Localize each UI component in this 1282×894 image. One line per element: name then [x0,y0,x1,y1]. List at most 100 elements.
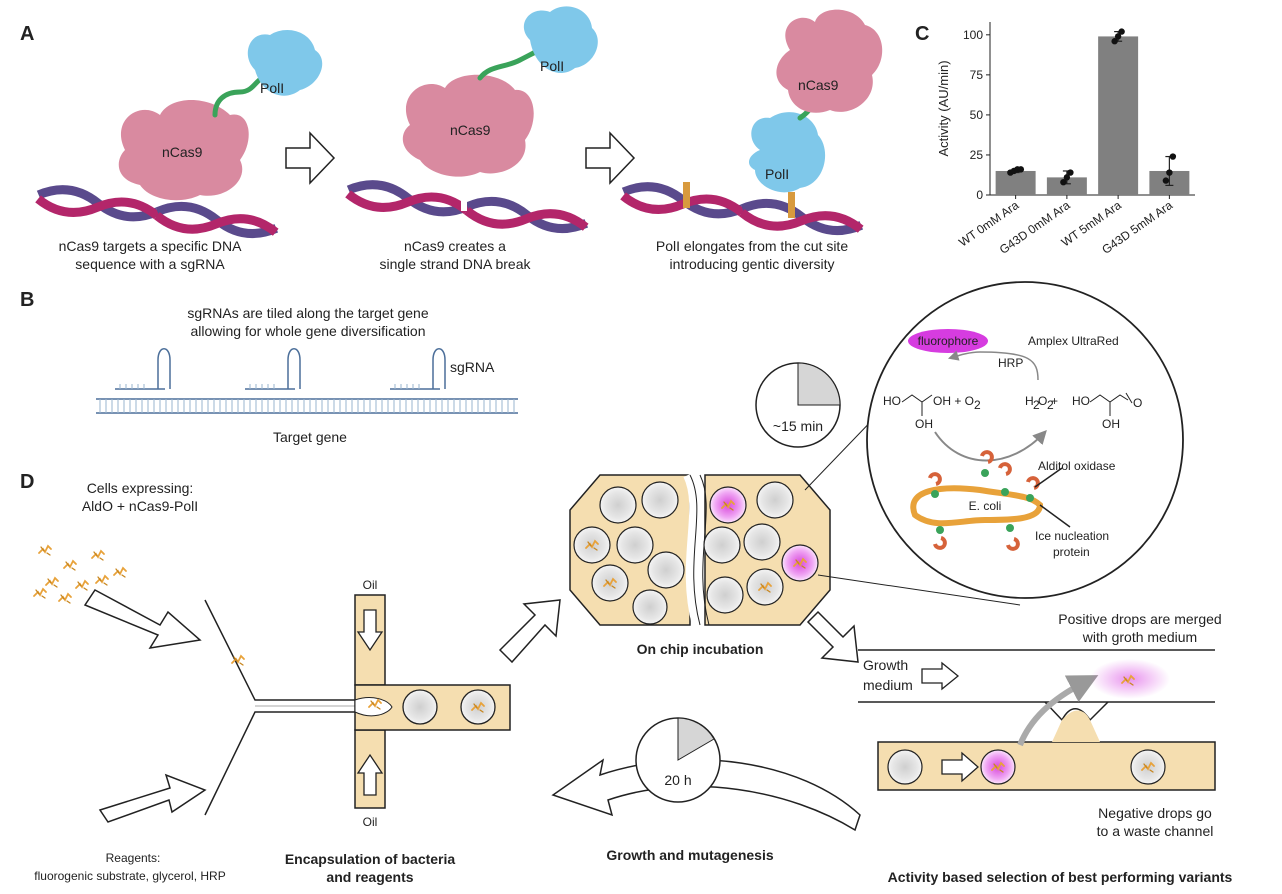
flow-arrow-main [941,751,979,783]
substrate-ho: HO [883,394,901,408]
oil-arrow-top [356,609,384,652]
data-point [1166,169,1173,176]
panel-a-letter: A [20,23,34,45]
growth-medium-arrow [921,661,960,691]
bar [1098,36,1139,195]
encapsulated-droplet-empty [402,689,438,725]
product-aldehyde-o: O [1133,396,1142,410]
alditol-oxidase-label: Alditol oxidase [1038,459,1116,473]
protein-ncas9-1 [118,100,249,201]
y-tick-label: 0 [976,188,983,202]
target-gene-label: Target gene [273,429,347,445]
substrate-oh-o2: OH + O [933,394,974,408]
dna-helix-3 [622,183,863,238]
growth-medium-label-line1: Growth [863,657,908,673]
data-point [1017,166,1025,173]
product-o: O [1038,394,1047,408]
substrate-oh-bottom: OH [915,417,933,431]
caption-a-1-line2: sequence with a sgRNA [75,256,225,272]
caption-a-3-line1: PolI elongates from the cut site [656,238,848,254]
polymerized-segment-1 [683,182,690,208]
fluorophore-label: fluorophore [918,334,979,348]
product-ho: HO [1072,394,1090,408]
incubation-time-label: ~15 min [773,418,823,434]
y-junction-channel [204,599,355,816]
oxidation-arrow [934,429,1047,462]
product-h: H [1025,394,1034,408]
y-tick-label: 50 [970,108,984,122]
caption-a-2-line2: single strand DNA break [380,256,532,272]
return-arrow [551,758,861,832]
reagents-label-line2: fluorogenic substrate, glycerol, HRP [34,869,225,883]
poli-label-3: PolI [765,166,789,182]
positive-drops-label-line1: Positive drops are merged [1058,611,1221,627]
clock-15min: ~15 min [755,362,841,448]
ecoli-label: E. coli [969,499,1002,513]
panel-a: A PolI nCas9 nCas9 targets a specific DN… [20,6,883,272]
ncas9-label-3: nCas9 [798,77,839,93]
y-axis-label: Activity (AU/min) [936,60,951,156]
hrp-label: HRP [998,356,1023,370]
protein-poli-1 [247,30,323,96]
reagents-input-arrow [98,773,207,823]
oil-label-bottom: Oil [363,815,378,829]
complex-step-1: PolI nCas9 nCas9 targets a specific DNA … [37,30,323,272]
product-plus: + [1051,394,1058,408]
negative-drops-label-line2: to a waste channel [1097,823,1214,839]
data-point [1063,174,1071,181]
polymerized-segment-2 [788,192,795,218]
oil-arrow-bottom [356,753,384,796]
growth-time-label: 20 h [664,772,691,788]
clock-20h: 20 h [635,717,721,803]
ice-nucleation-label-line1: Ice nucleation [1035,529,1109,543]
ncas9-label-1: nCas9 [162,144,203,160]
product-oh-bottom: OH [1102,417,1120,431]
data-point [1111,38,1118,45]
process-arrow-a1 [285,131,336,185]
y-tick-label: 75 [970,68,984,82]
panel-c-letter: C [915,23,929,45]
growth-medium-label-line2: medium [863,677,913,693]
sorting-arrow [1017,675,1099,747]
ecoli-cell [910,485,1044,527]
panel-d-letter: D [20,471,34,493]
mechanism-zoom: fluorophore Amplex UltraRed HRP HO OH + … [866,281,1184,599]
ncas9-label-2: nCas9 [450,122,491,138]
panel-b-header-line1: sgRNAs are tiled along the target gene [187,305,428,321]
data-point [1162,177,1170,184]
bacteria-cluster [33,545,127,604]
sgrna-2 [245,348,301,390]
positive-drops-label-line2: with groth medium [1082,629,1197,645]
oil-label-top: Oil [363,578,378,592]
panel-b: B sgRNAs are tiled along the target gene… [20,289,518,445]
growth-mutagenesis-label: Growth and mutagenesis [606,847,773,863]
substrate-o2-subscript: 2 [974,398,981,412]
dna-helix-2 [347,181,588,236]
ice-nucleation-label-line2: protein [1053,545,1090,559]
selection-label: Activity based selection of best perform… [888,869,1233,885]
data-point [1067,169,1074,176]
encapsulation-label-line2: and reagents [326,869,413,885]
bar [995,170,1036,195]
protein-poli-3 [748,112,826,193]
sgrna-1 [115,348,171,390]
product-o-sub: 2 [1047,398,1054,412]
data-point [1114,33,1122,40]
panel-b-letter: B [20,289,34,311]
protein-ncas9-2 [402,74,534,177]
y-tick-label: 25 [970,148,984,162]
product-h-sub: 2 [1033,398,1040,412]
sgrna-label: sgRNA [450,359,495,375]
fluorophore-ellipse [908,329,988,353]
target-gene-dna [96,398,518,414]
cells-label-line1: Cells expressing: [87,480,194,496]
data-point [1169,153,1177,160]
bar [1046,177,1087,195]
caption-a-1-line1: nCas9 targets a specific DNA [59,238,243,254]
y-tick-label: 100 [963,28,983,42]
reagents-label-line1: Reagents: [106,851,161,865]
incubation-chamber [569,472,831,627]
protein-ncas9-3 [776,9,883,113]
